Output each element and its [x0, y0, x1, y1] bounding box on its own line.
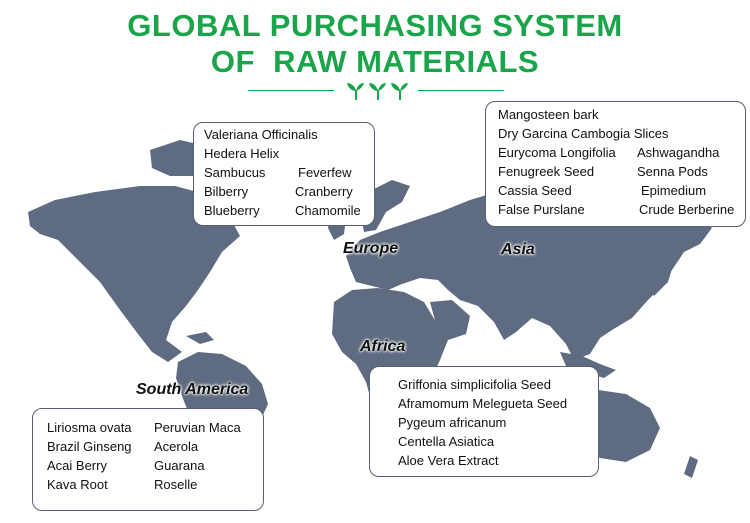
list-item: Aloe Vera Extract: [398, 453, 499, 468]
list-item: Acerola: [154, 439, 199, 454]
list-item: Cranberry: [295, 184, 353, 199]
south-america-materials-box: Liriosma ovata Peruvian Maca Brazil Gins…: [32, 408, 264, 511]
list-item: Brazil Ginseng: [47, 439, 132, 454]
arabia: [430, 300, 470, 340]
list-item: Kava Root: [47, 477, 108, 492]
list-item: Pygeum africanum: [398, 415, 507, 430]
list-item: Cassia Seed: [498, 183, 572, 198]
list-item: Valeriana Officinalis: [204, 127, 318, 142]
list-item: Sambucus: [204, 165, 266, 180]
title-divider-left: [248, 90, 334, 91]
list-item: Centella Asiatica: [398, 434, 495, 449]
list-item: Chamomile: [295, 203, 361, 218]
page-title-line2: OF RAW MATERIALS: [210, 44, 540, 79]
list-item: Blueberry: [204, 203, 260, 218]
list-item: Griffonia simplicifolia Seed: [398, 377, 551, 392]
list-item: Liriosma ovata: [47, 420, 132, 435]
japan: [650, 258, 674, 296]
se-asia-islands: [560, 352, 616, 378]
asia-materials-box: Mangosteen bark Dry Garcina Cambogia Sli…: [485, 101, 746, 227]
list-item: Peruvian Maca: [154, 420, 241, 435]
caribbean: [186, 332, 214, 344]
sprout-icon: [347, 83, 408, 100]
north-america: [28, 186, 240, 362]
list-item: Crude Berberine: [639, 202, 735, 217]
list-item: Guarana: [154, 458, 205, 473]
list-item: Ashwagandha: [637, 145, 720, 160]
list-item: Eurycoma Longifolia: [498, 145, 616, 160]
list-item: Aframomum Melegueta Seed: [398, 396, 568, 411]
page-title-line1: GLOBAL PURCHASING SYSTEM: [127, 8, 623, 43]
list-item: Bilberry: [204, 184, 249, 199]
list-item: Senna Pods: [637, 164, 708, 179]
region-label-south-america: South America: [136, 381, 249, 398]
region-label-asia: Asia: [501, 241, 535, 258]
list-item: Mangosteen bark: [498, 107, 599, 122]
list-item: Dry Garcina Cambogia Slices: [498, 126, 669, 141]
list-item: Acai Berry: [47, 458, 107, 473]
region-label-europe: Europe: [343, 240, 399, 257]
region-label-africa: Africa: [360, 338, 406, 355]
list-item: Feverfew: [298, 165, 352, 180]
africa-materials-box: Griffonia simplicifolia Seed Aframomum M…: [369, 366, 599, 477]
list-item: Hedera Helix: [204, 146, 280, 161]
title-divider-right: [418, 90, 504, 91]
new-zealand: [684, 456, 698, 478]
list-item: Roselle: [154, 477, 198, 492]
list-item: Epimedium: [641, 183, 707, 198]
list-item: Fenugreek Seed: [498, 164, 595, 179]
europe-materials-box: Valeriana Officinalis Hedera Helix Sambu…: [193, 122, 375, 226]
list-item: False Purslane: [498, 202, 585, 217]
